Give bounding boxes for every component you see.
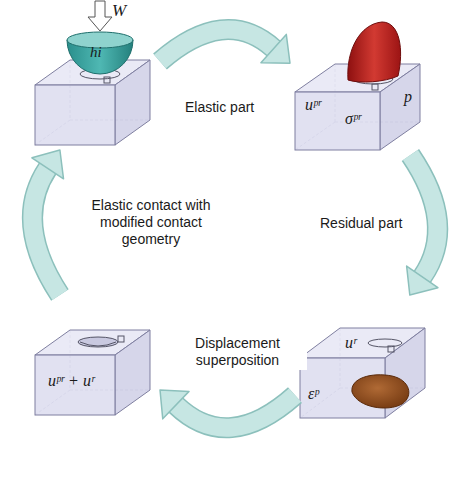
symbol-label: p	[404, 88, 412, 106]
symbol-label: uᵖʳ + uʳ	[48, 372, 94, 390]
arrow-head	[32, 150, 64, 179]
arrow-body	[160, 30, 274, 62]
block-figure	[35, 1, 150, 145]
cycle-arrow	[160, 390, 295, 428]
point-marker	[118, 336, 124, 342]
contact-area	[368, 339, 402, 347]
arrow-outline	[32, 168, 59, 295]
arrow-outline	[176, 395, 295, 428]
arrow-head	[407, 266, 438, 295]
symbol-label: W	[112, 2, 126, 21]
arrow-body	[176, 395, 295, 428]
arrow-body	[410, 155, 437, 277]
front-face	[295, 92, 380, 150]
point-marker	[104, 77, 110, 83]
symbol-label: εᵖ	[308, 385, 319, 403]
front-face	[35, 355, 115, 415]
point-marker	[372, 84, 378, 90]
cycle-arrow	[160, 30, 290, 64]
plastic-zone	[352, 375, 409, 408]
side-face	[115, 60, 150, 145]
side-face	[115, 330, 150, 415]
cycle-arrow	[32, 150, 64, 295]
pressure-distribution	[348, 22, 401, 82]
symbol-label: σᵖʳ	[345, 110, 361, 128]
dent-profile	[80, 342, 116, 346]
load-arrow	[88, 1, 112, 31]
block-figure	[300, 328, 425, 418]
step-label: Elastic contact with modified contact ge…	[74, 196, 228, 248]
arrow-head	[160, 390, 189, 419]
cycle-arrow	[407, 155, 438, 295]
specimen-block: Whi	[30, 0, 160, 150]
step-label: Displacement superposition	[168, 334, 307, 370]
symbol-label: uᵖʳ	[305, 96, 321, 114]
specimen-block: uʳ εᵖ	[295, 295, 435, 425]
symbol-label: uʳ	[345, 334, 357, 352]
specimen-block: uᵖʳ + uʳ	[30, 295, 160, 425]
step-label: Elastic part	[183, 98, 256, 117]
symbol-label: hi	[90, 44, 102, 61]
arrow-head	[261, 34, 290, 63]
block-figure	[295, 22, 420, 150]
arrow-body	[32, 168, 59, 295]
arrow-outline	[410, 155, 437, 277]
dented-surface	[78, 337, 118, 347]
block-figure	[35, 330, 150, 415]
arrow-outline	[160, 30, 274, 62]
step-label: Residual part	[318, 214, 405, 233]
front-face	[35, 85, 115, 145]
point-marker	[388, 346, 394, 352]
specimen-block: uᵖʳ p σᵖʳ	[290, 18, 430, 155]
